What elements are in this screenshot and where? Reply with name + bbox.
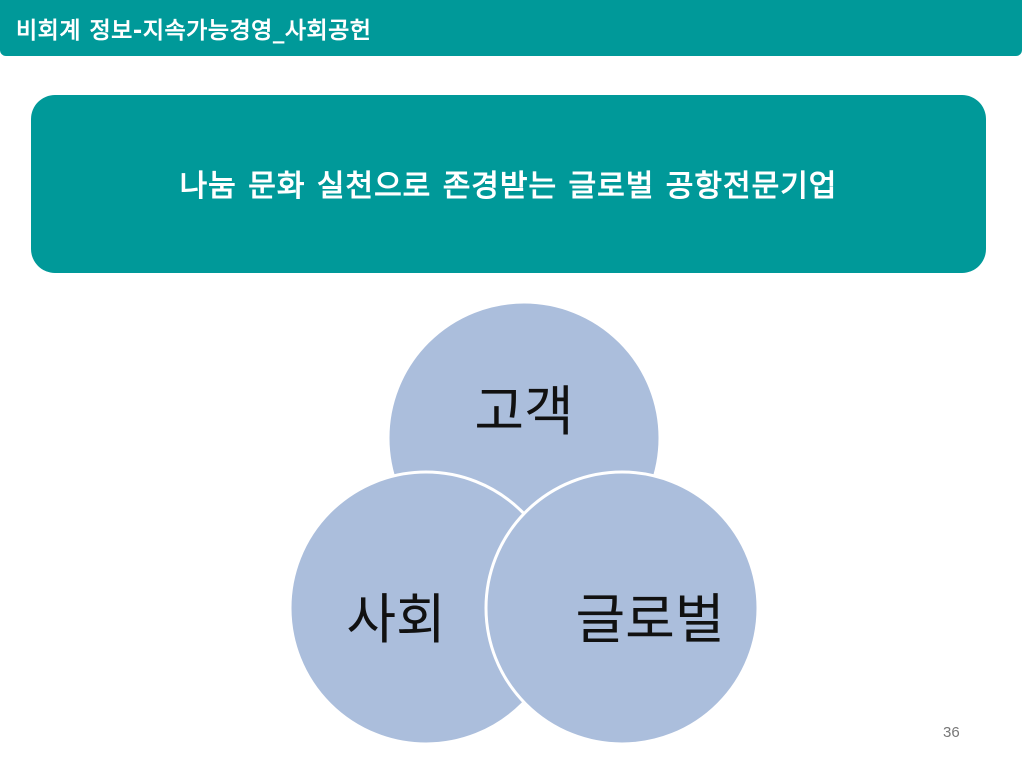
title-bar: 비회계 정보-지속가능경영_사회공헌 — [0, 0, 1022, 56]
vision-statement: 나눔 문화 실천으로 존경받는 글로벌 공항전문기업 — [179, 169, 838, 204]
page-number: 36 — [943, 724, 960, 741]
venn-label-global: 글로벌 — [575, 588, 724, 651]
venn-label-customer: 고객 — [474, 380, 573, 443]
vision-banner: 나눔 문화 실천으로 존경받는 글로벌 공항전문기업 — [31, 95, 986, 273]
slide-title: 비회계 정보-지속가능경영_사회공헌 — [16, 18, 372, 44]
venn-circle-global — [484, 470, 760, 746]
venn-label-society: 사회 — [346, 588, 445, 651]
